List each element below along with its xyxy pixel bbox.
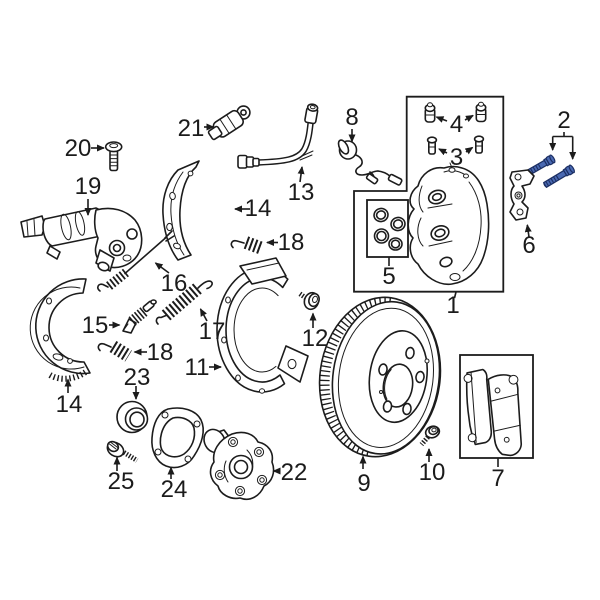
parking-brake-shoe-left-drawing [29,278,91,382]
callout-12: 12 [302,325,329,352]
callout-1: 1 [446,292,459,319]
callout-3: 3 [450,144,463,171]
shield-bolt-drawing [298,291,320,311]
callout-9: 9 [357,470,370,497]
callout-16: 16 [161,270,188,297]
callout-17: 17 [199,318,226,345]
caliper-mounting-bolts-highlighted-drawing [525,154,575,188]
callout-5: 5 [382,263,395,290]
shoe-adjuster-drawing [122,299,157,334]
brake-pads-box [459,354,534,459]
actuator-bolt-drawing [104,141,123,172]
brake-caliper-drawing [407,162,490,286]
splash-shield-drawing [216,257,309,394]
callout-6: 6 [522,232,535,259]
callout-11: 11 [185,354,210,381]
wheel-hub-drawing [203,428,275,501]
hold-down-spring-right-drawing [230,236,264,255]
hold-down-spring-left-drawing [97,340,132,362]
callout-18-left: 18 [147,339,174,366]
callout-23: 23 [124,364,151,391]
callout-4: 4 [450,111,463,138]
hub-bolt-drawing [106,440,139,463]
abs-speed-sensor-drawing [207,105,251,141]
pad-wear-sensor-drawing [337,139,403,186]
callout-19: 19 [75,173,102,200]
callout-8: 8 [345,104,358,131]
callout-7: 7 [491,465,504,492]
seal-kit-rings-drawing [373,207,406,251]
callout-14-left: 14 [56,391,83,418]
guide-pin-caps-drawing [424,101,487,123]
parking-brake-shoe-right-drawing [162,160,200,261]
parking-brake-actuator-drawing [20,207,143,272]
brake-hose-drawing [237,103,319,169]
hub-retainer-plate-drawing [151,407,204,469]
callout-14-right: 14 [245,195,272,222]
return-spring-drawing [155,280,213,325]
rotor-set-screw-drawing [419,425,441,447]
callout-20: 20 [65,135,92,162]
callout-2: 2 [557,107,570,134]
adjuster-spring-drawing [97,230,175,292]
brake-rotor-drawing [318,296,442,458]
callout-21: 21 [178,115,205,142]
brake-pad-set-drawing [463,368,523,457]
callout-24: 24 [161,476,188,503]
callout-15: 15 [82,312,109,339]
mounting-bracket-drawing [509,169,535,221]
callout-arrows [64,114,577,479]
callout-labels: 1 2 3 4 5 6 7 8 9 10 11 12 13 14 14 15 1… [56,104,571,503]
bearing-ring-drawing [116,400,149,434]
callout-10: 10 [419,459,446,486]
guide-pins-drawing [426,135,485,155]
callout-13: 13 [288,179,315,206]
callout-18-right: 18 [278,229,305,256]
callout-22: 22 [281,459,308,486]
callout-25: 25 [108,468,135,495]
